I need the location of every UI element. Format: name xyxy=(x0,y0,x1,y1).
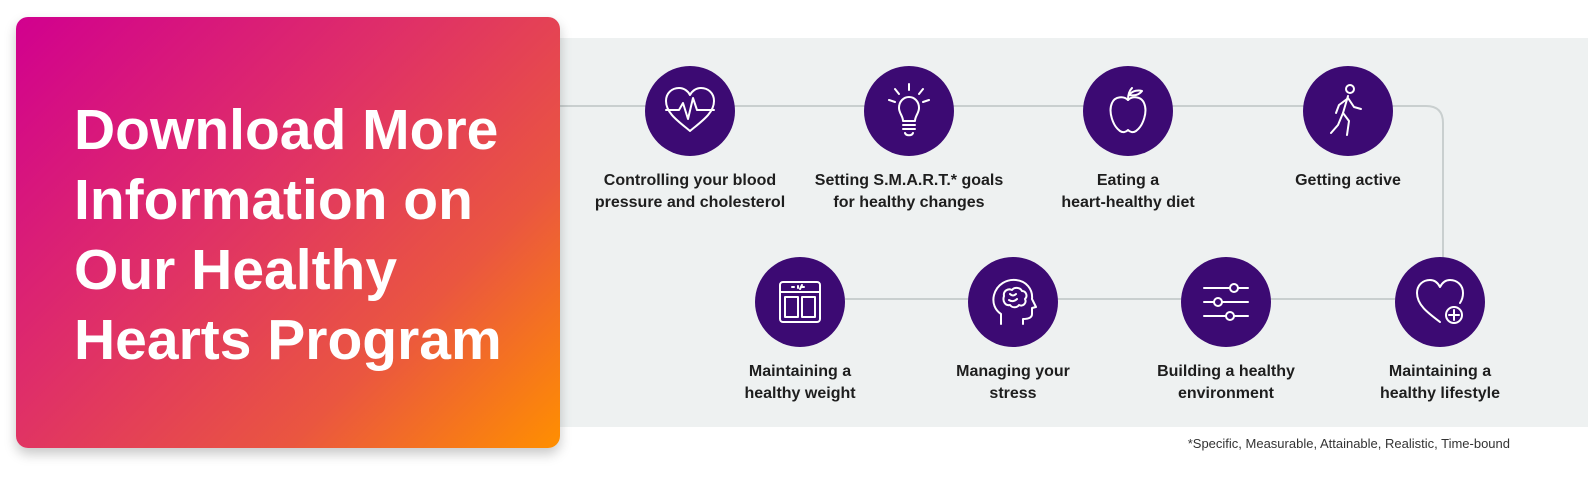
sliders-icon xyxy=(1203,283,1249,321)
step-healthy-environment: Building a healthy environment xyxy=(1116,257,1336,405)
step-healthy-weight: Maintaining a healthy weight xyxy=(690,257,910,405)
step-label: Building a healthy environment xyxy=(1157,363,1295,402)
step-label: Eating a heart-healthy diet xyxy=(1061,172,1195,211)
step-label: Maintaining a healthy lifestyle xyxy=(1379,363,1501,402)
step-label: Managing your stress xyxy=(956,363,1070,402)
step-icon-circle xyxy=(1395,257,1485,347)
lightbulb-icon xyxy=(888,83,930,137)
footnote: *Specific, Measurable, Attainable, Reali… xyxy=(1187,436,1510,451)
step-label: Getting active xyxy=(1295,172,1401,189)
step-icon-circle xyxy=(1083,66,1173,156)
heartbeat-icon xyxy=(665,87,715,132)
step-managing-stress: Managing your stress xyxy=(903,257,1123,405)
step-icon-circle xyxy=(968,257,1058,347)
brain-head-icon xyxy=(992,278,1037,325)
step-label: Maintaining a healthy weight xyxy=(744,363,856,402)
step-icon-circle xyxy=(1303,66,1393,156)
step-label: Setting S.M.A.R.T.* goals for healthy ch… xyxy=(814,172,1004,211)
step-healthy-diet: Eating a heart-healthy diet xyxy=(1018,66,1238,214)
walking-person-icon xyxy=(1330,84,1362,136)
step-blood-pressure: Controlling your blood pressure and chol… xyxy=(580,66,800,214)
step-icon-circle xyxy=(1181,257,1271,347)
step-smart-goals: Setting S.M.A.R.T.* goals for healthy ch… xyxy=(799,66,1019,214)
step-icon-circle xyxy=(645,66,735,156)
apple-icon xyxy=(1109,87,1147,134)
step-icon-circle xyxy=(755,257,845,347)
download-info-button[interactable]: Download More Information on Our Healthy… xyxy=(16,17,560,448)
step-healthy-lifestyle: Maintaining a healthy lifestyle xyxy=(1330,257,1550,405)
step-icon-circle xyxy=(864,66,954,156)
heart-plus-icon xyxy=(1416,279,1464,324)
step-getting-active: Getting active xyxy=(1238,66,1458,192)
cta-title: Download More Information on Our Healthy… xyxy=(74,98,502,372)
scale-icon xyxy=(779,281,821,323)
step-label: Controlling your blood pressure and chol… xyxy=(594,172,786,211)
